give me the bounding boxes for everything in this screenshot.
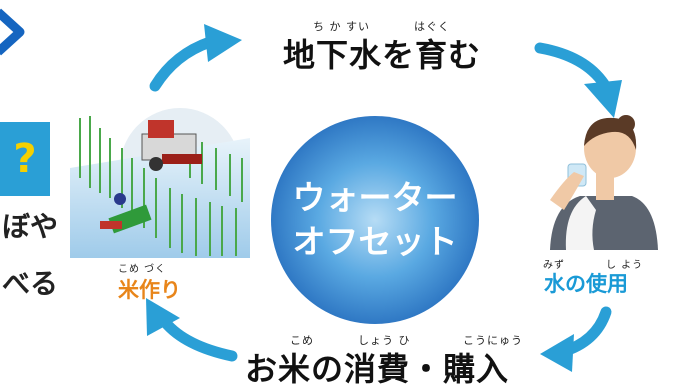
farmer-machine bbox=[100, 193, 152, 234]
top-ruby-2: はぐく bbox=[414, 20, 450, 33]
rice-planting-illustration bbox=[70, 108, 250, 258]
bottom-ruby-1: こめ bbox=[290, 334, 314, 347]
center-title-line1: ウォーター bbox=[292, 178, 458, 217]
arrow-top-left bbox=[149, 36, 216, 92]
arrowhead-top-left bbox=[204, 24, 242, 62]
chevron-right-icon bbox=[0, 8, 25, 56]
arrowhead-top-right bbox=[584, 80, 622, 118]
top-step-label: 地下水を育む bbox=[283, 36, 482, 74]
left-ruby: こめ づく bbox=[118, 264, 167, 275]
arrowhead-bottom-left bbox=[146, 298, 180, 336]
arrow-top-right bbox=[534, 42, 610, 90]
arrow-bottom-left bbox=[159, 316, 238, 362]
woman-drinking-illustration bbox=[550, 115, 658, 250]
right-ruby-1: みず bbox=[543, 260, 565, 271]
side-text-line1: ぼや bbox=[2, 210, 59, 243]
side-text-line2: べる bbox=[2, 267, 59, 300]
center-title: ウォーター オフセット bbox=[270, 115, 480, 325]
right-ruby-2: し よう bbox=[606, 260, 644, 271]
water-offset-circle bbox=[271, 116, 479, 324]
question-badge: ? bbox=[0, 122, 50, 196]
tractor bbox=[141, 120, 202, 171]
right-step-label: 水の使用 bbox=[544, 272, 628, 296]
bottom-ruby-3: こうにゅう bbox=[463, 334, 523, 347]
arrowhead-bottom-right bbox=[540, 334, 574, 372]
top-ruby-1: ち か すい bbox=[313, 20, 370, 33]
left-step-label: 米作り bbox=[118, 278, 181, 302]
bottom-ruby-2: しょう ひ bbox=[358, 334, 411, 347]
center-title-line2: オフセット bbox=[292, 222, 458, 261]
question-mark: ? bbox=[13, 136, 37, 182]
bottom-step-label: お米の消費・購入 bbox=[245, 350, 510, 388]
